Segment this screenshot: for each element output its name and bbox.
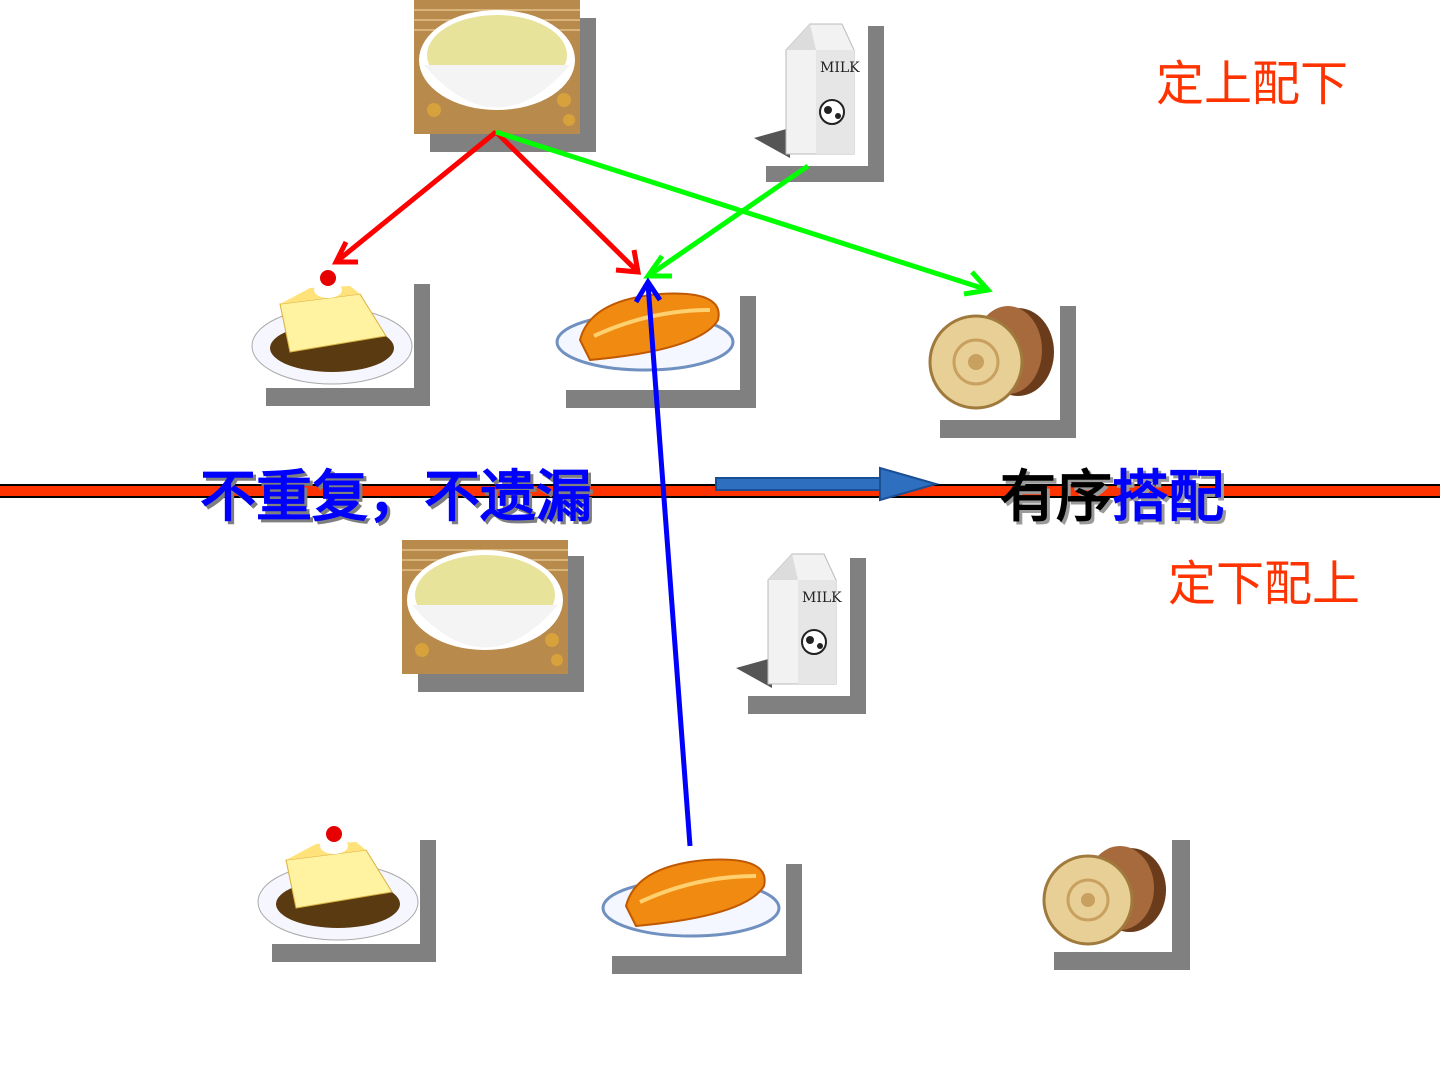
label-fix-bottom: 定下配上 [1168,556,1361,612]
green-arrowhead-youtiao [643,254,672,279]
milk-top-image: MILK [750,10,868,166]
green-arrowhead-cookie [963,270,993,297]
ordered-text: 有序 [1000,465,1112,530]
label-fix-top: 定上配下 [1156,56,1349,112]
youtiao-bottom-image [596,846,786,956]
matching-text: 搭配 [1112,465,1224,530]
milk-bottom-image: MILK [732,540,850,696]
blue-arrowhead [633,277,663,304]
red-arrowhead-cake [331,240,358,265]
slogan-text: 不重复，不遗漏 [200,465,592,530]
youtiao-top-image [550,280,740,390]
red-arrow-to-cake [334,130,498,264]
green-arrow-milk-to-youtiao [646,163,810,279]
soymilk-top-image [414,0,580,134]
blue-arrow-up [645,283,693,847]
soymilk-bottom-image [402,540,568,674]
cake-top-image [250,266,414,388]
cookie-bottom-image [1036,836,1172,952]
red-arrowhead-youtiao [615,249,642,275]
milk-top-text: MILK [820,60,860,76]
red-arrow-to-youtiao [494,130,640,274]
right-block-arrow [715,466,940,502]
ordered-matching-text: 有序搭配 [1000,452,1224,533]
cake-bottom-image [256,822,420,944]
milk-bottom-text: MILK [802,590,842,606]
cookie-top-image [924,292,1060,420]
